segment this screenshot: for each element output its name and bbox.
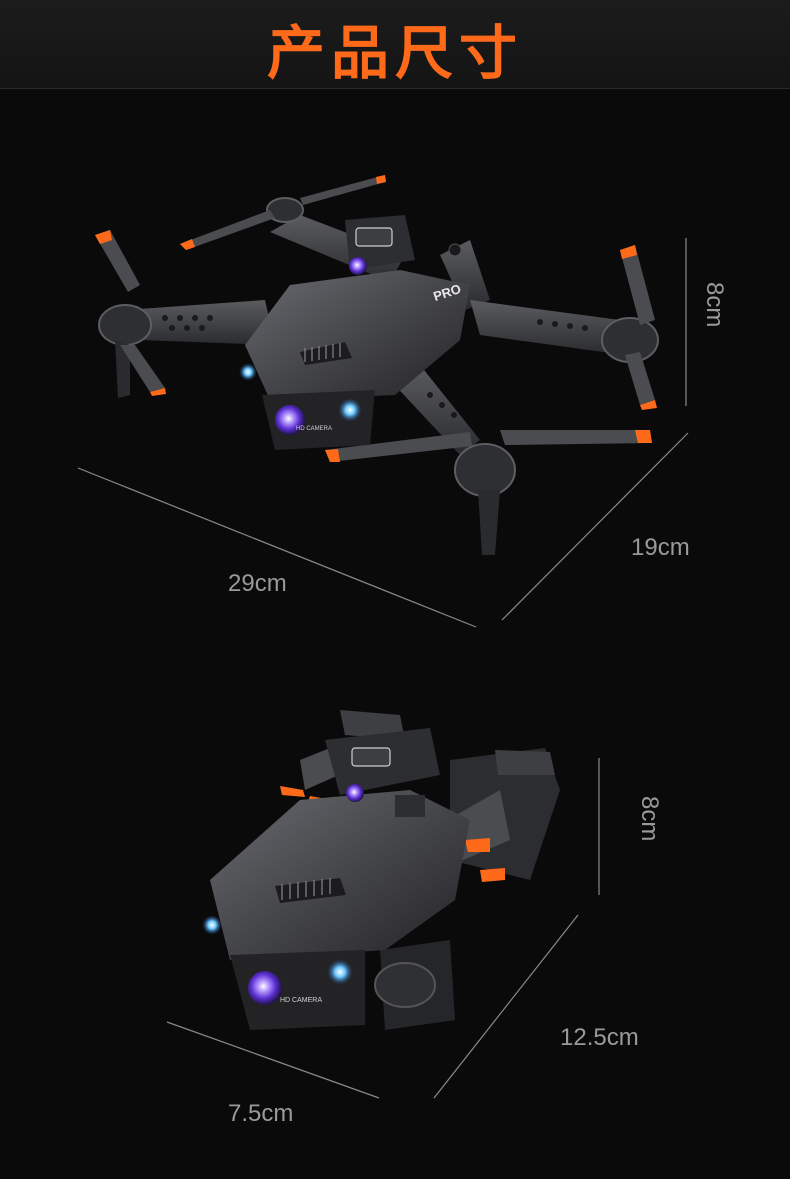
folded-front-camera-lens [248,971,282,1005]
folded-depth-label: 12.5cm [560,1024,639,1051]
folded-camera-text: HD CAMERA [280,997,323,1004]
led-light [239,363,257,381]
arm-front-right [390,365,480,455]
unfolded-width-label: 29cm [228,570,287,597]
folded-drone [202,710,560,1030]
drone-body [245,270,470,400]
unfolded-camera-text: HD CAMERA [296,426,333,432]
unfolded-drone [95,175,659,555]
unfolded-height-label: 8cm [701,282,728,328]
folded-height-label: 8cm [636,796,663,842]
unfolded-dimension-lines [77,238,689,628]
page-title: 产品尺寸 [266,19,523,87]
propellers [95,175,657,462]
arm-right [470,300,625,355]
arm-left [125,300,275,345]
folded-dimension-lines [166,758,600,1099]
unfolded-depth-label: 19cm [631,534,690,561]
header-bar: 产品尺寸 [0,0,790,89]
folded-drone-body [210,790,470,960]
folded-width-label: 7.5cm [228,1100,294,1127]
front-camera-lens [275,405,305,435]
leg-front-right [478,490,500,555]
